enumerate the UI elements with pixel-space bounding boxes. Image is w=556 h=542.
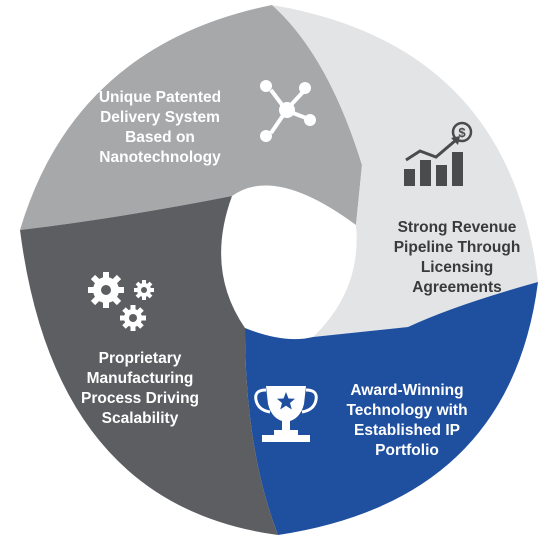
segment-label-manufacturing: Proprietary Manufacturing Process Drivin… <box>80 350 200 427</box>
svg-text:$: $ <box>458 125 466 140</box>
molecule-icon <box>260 80 316 142</box>
segment-nanotech <box>20 5 362 230</box>
segment-label-nanotech: Unique Patented Delivery System Based on… <box>98 89 222 166</box>
segment-manufacturing <box>20 196 278 535</box>
segment-label-revenue: Strong Revenue Pipeline Through Licensin… <box>393 219 521 296</box>
trophy-star-icon <box>254 386 318 442</box>
segment-label-ip: Award-Winning Technology with Establishe… <box>346 382 468 459</box>
segment-ip <box>245 282 538 535</box>
bar-chart-dollar-icon: $ <box>404 121 473 186</box>
gears-icon <box>88 272 154 331</box>
